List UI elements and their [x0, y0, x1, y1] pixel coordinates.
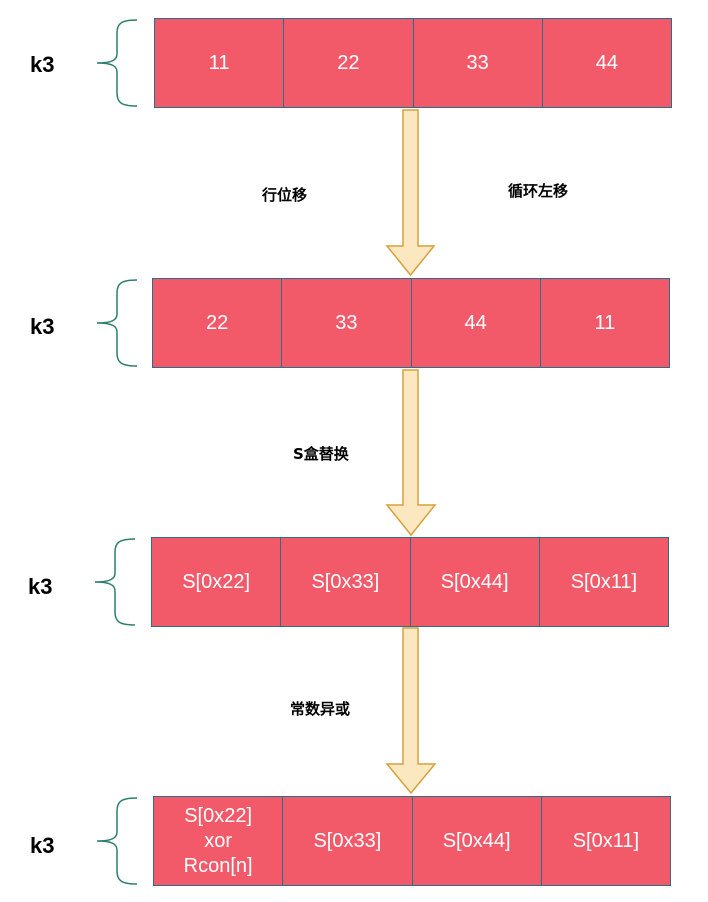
- down-arrow-2: [385, 369, 437, 537]
- row-4-cell-3: S[0x44]: [412, 797, 542, 885]
- step-3-label: 常数异或: [290, 700, 351, 718]
- row-4-bytes: S[0x22] xor Rcon[n] S[0x33] S[0x44] S[0x…: [153, 796, 671, 886]
- down-arrow-1: [385, 109, 436, 277]
- row-2-brace-icon: [96, 279, 138, 367]
- step-1-label: 行位移: [262, 186, 308, 204]
- row-4-cell-1: S[0x22] xor Rcon[n]: [154, 797, 284, 885]
- row-4-cell-4: S[0x11]: [541, 797, 670, 885]
- row-1-brace-icon: [96, 19, 138, 107]
- row-1-cell-3: 33: [413, 19, 543, 107]
- step-1-note: 循环左移: [508, 182, 569, 200]
- row-1-cell-1: 11: [155, 19, 285, 107]
- row-2-cell-2: 33: [282, 279, 412, 367]
- row-2-label: k3: [30, 314, 55, 339]
- row-2-bytes: 22 33 44 11: [152, 278, 670, 368]
- row-3-cell-2: S[0x33]: [281, 538, 411, 626]
- row-3-cell-3: S[0x44]: [410, 538, 540, 626]
- row-1-bytes: 11 22 33 44: [154, 18, 672, 108]
- row-3-label: k3: [28, 574, 53, 599]
- row-2-cell-1: 22: [153, 279, 283, 367]
- row-3-brace-icon: [94, 538, 136, 626]
- row-3-bytes: S[0x22] S[0x33] S[0x44] S[0x11]: [151, 537, 669, 627]
- down-arrow-3: [385, 627, 437, 795]
- row-3-cell-4: S[0x11]: [539, 538, 668, 626]
- row-1-cell-2: 22: [284, 19, 414, 107]
- step-2-label: S盒替换: [293, 445, 349, 463]
- row-2-cell-4: 11: [540, 279, 669, 367]
- row-3-cell-1: S[0x22]: [152, 538, 282, 626]
- row-1-label: k3: [30, 52, 55, 77]
- row-4-brace-icon: [96, 797, 138, 885]
- row-1-cell-4: 44: [542, 19, 671, 107]
- row-4-label: k3: [30, 833, 55, 858]
- row-4-cell-2: S[0x33]: [283, 797, 413, 885]
- row-2-cell-3: 44: [411, 279, 541, 367]
